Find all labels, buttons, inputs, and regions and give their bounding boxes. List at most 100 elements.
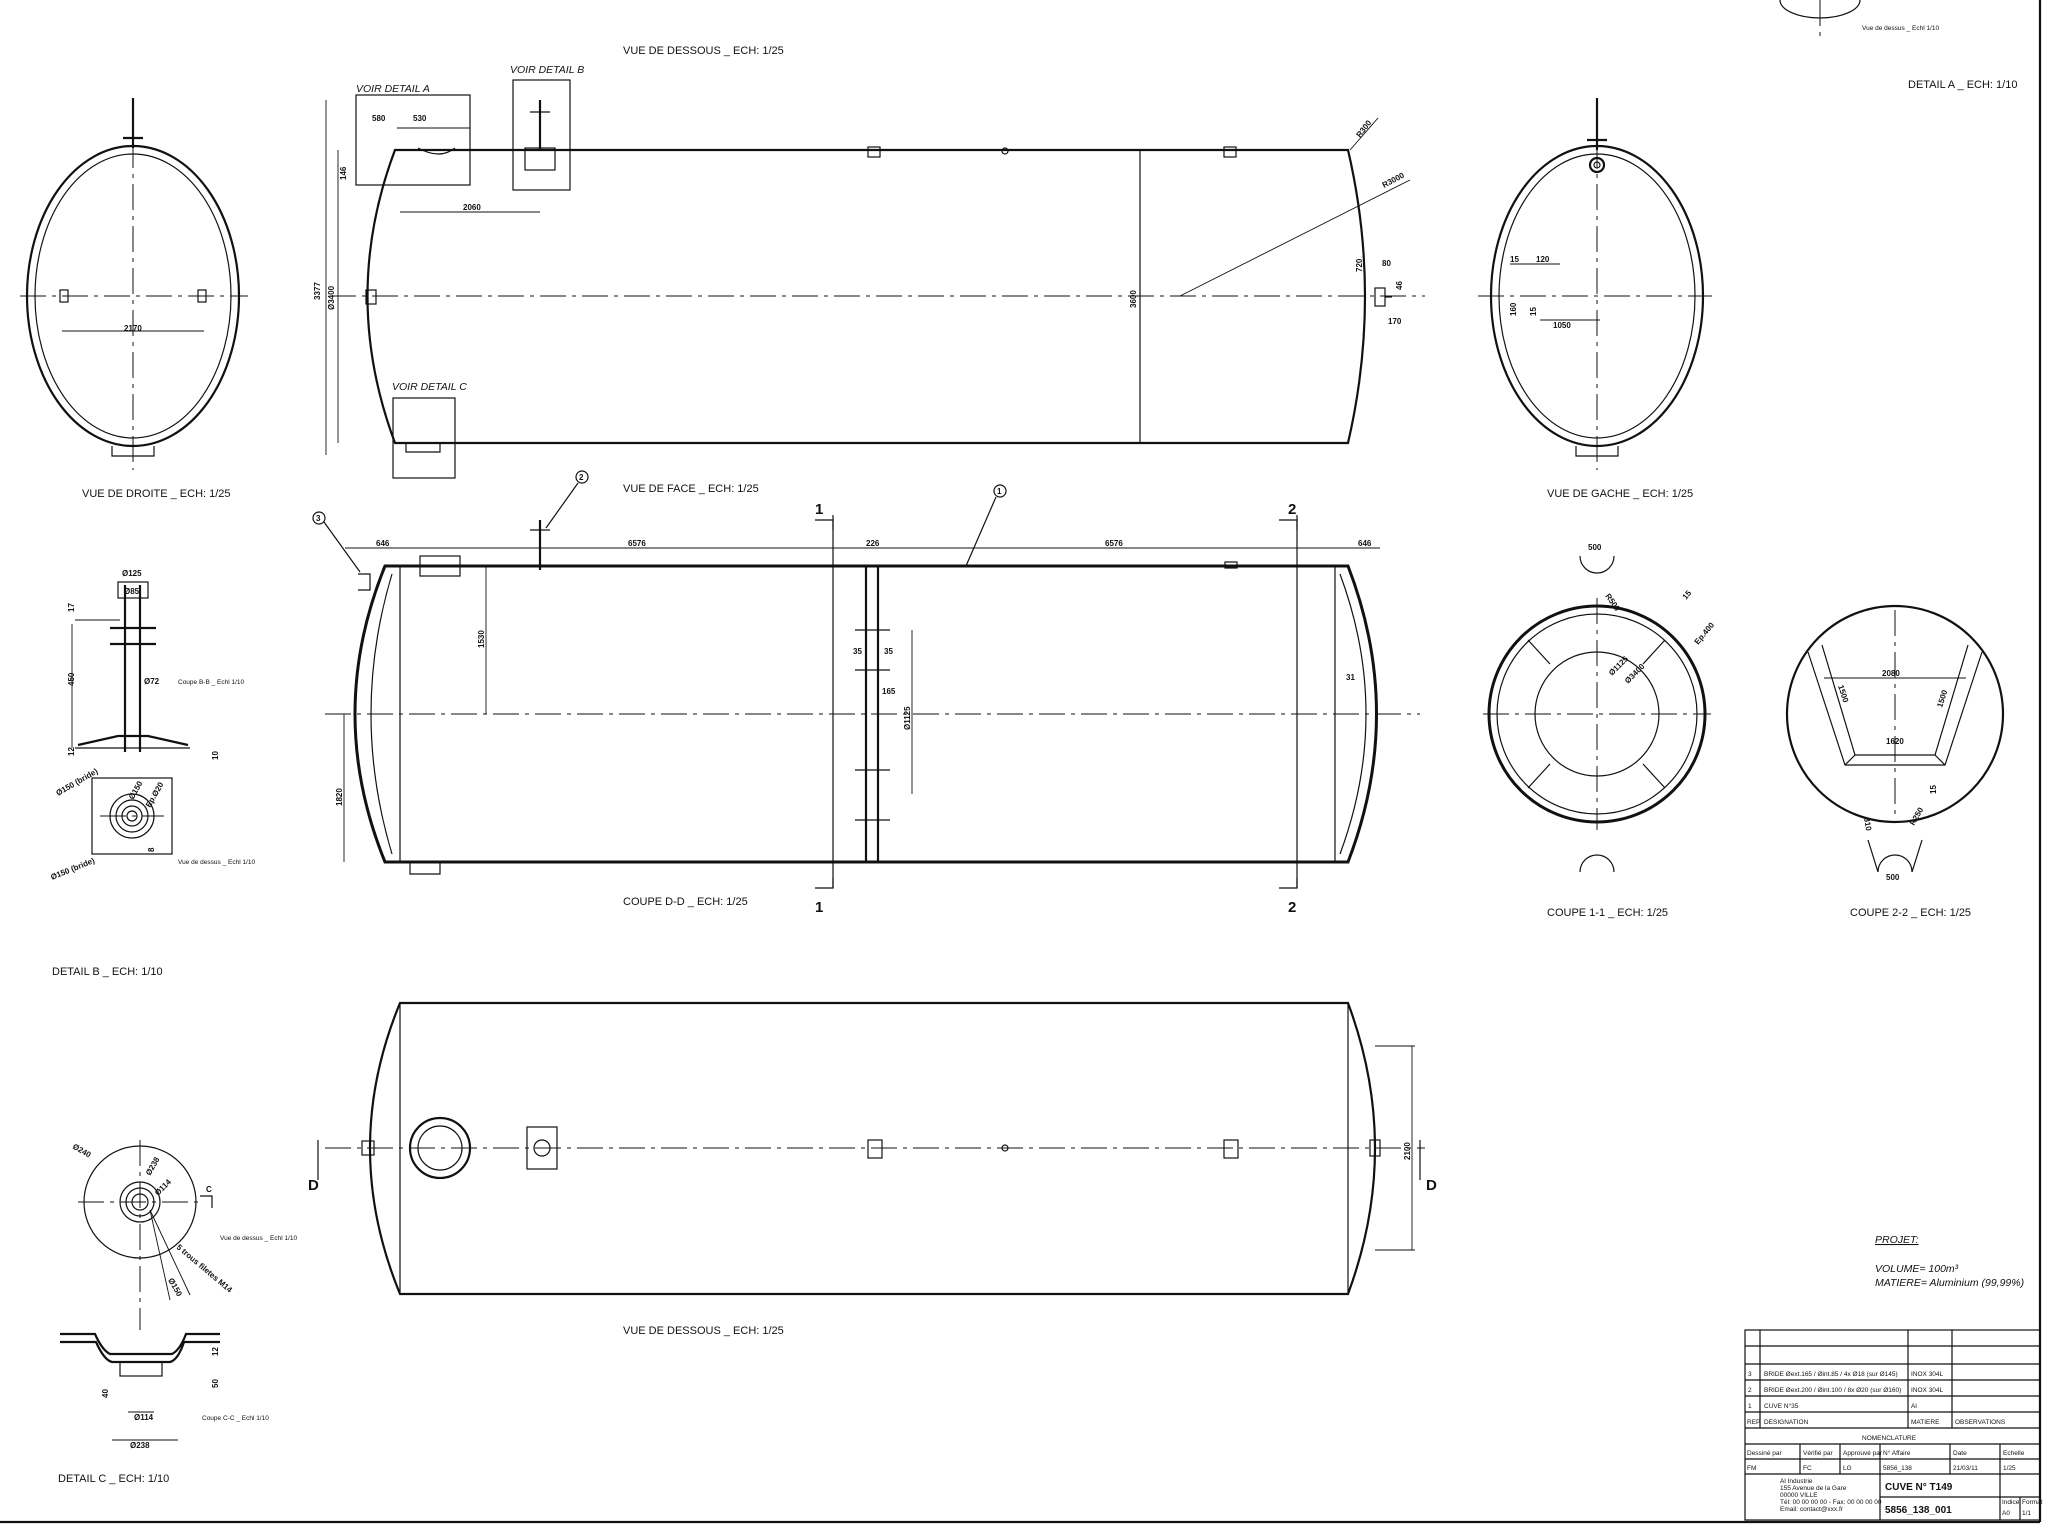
- detail-c: Ø240 Ø238 Ø114 Ø150 C 5 trous filetes M1…: [58, 1140, 297, 1485]
- balloon-1: 1: [997, 487, 1002, 496]
- left-dim-15: 15: [1510, 255, 1519, 264]
- detail-a-box: [355, 94, 471, 186]
- detail-a-top-note: Vue de dessus _ Echl 1/10: [1862, 25, 1939, 32]
- detail-b-top-note: Vue de dessus _ Echl 1/10: [178, 859, 255, 866]
- detail-b-dim-dia150: Ø150: [127, 779, 145, 801]
- detail-a-fragment: Vue de dessus _ Echl 1/10 DETAIL A _ ECH…: [1779, 0, 2017, 91]
- detail-b-dim-450: 450: [67, 672, 76, 686]
- tb-drawing-title: CUVE N° T149: [1885, 1482, 1953, 1493]
- left-dim-1050: 1050: [1553, 321, 1571, 330]
- top-view-title: VUE DE DESSOUS _ ECH: 1/25: [623, 45, 784, 57]
- top-dim-3600: 3600: [1129, 290, 1138, 308]
- detail-c-cut: C: [206, 1185, 212, 1194]
- nom-header-mat: MATIERE: [1911, 1419, 1940, 1426]
- left-dim-15b: 15: [1529, 307, 1538, 316]
- detail-c-dim-238b: Ø238: [130, 1441, 150, 1450]
- tb-approuve: LG: [1843, 1465, 1852, 1472]
- section-2-2: 2080 1500 1500 1620 15 310 R250 500 COUP…: [1785, 604, 2005, 919]
- detail-b-dim-bride-b: Ø150 (bride): [49, 856, 96, 882]
- detail-c-dim-40: 40: [101, 1389, 110, 1398]
- front-view-title: VUE DE FACE _ ECH: 1/25: [623, 483, 759, 495]
- voir-detail-a: VOIR DETAIL A: [356, 83, 430, 95]
- detail-c-dim-238: Ø238: [144, 1155, 162, 1177]
- top-dim-720: 720: [1355, 258, 1364, 272]
- detail-c-dim-12: 12: [211, 1347, 220, 1356]
- sec11-dim-500: 500: [1588, 543, 1602, 552]
- front-dim-646a: 646: [376, 539, 390, 548]
- top-dim-dia3400: Ø3400: [327, 285, 336, 310]
- sec22-dim-310: 310: [1862, 817, 1873, 832]
- detail-c-dim-114b: Ø114: [134, 1413, 154, 1422]
- tb-approuve-label: Approuvé par: [1843, 1450, 1883, 1457]
- nomenclature-label: NOMENCLATURE: [1862, 1435, 1917, 1442]
- nom-row2-mat: INOX 304L: [1911, 1387, 1944, 1394]
- title-block: 3 BRIDE Øext.165 / Øint.85 / 4x Ø18 (sur…: [1744, 1329, 2043, 1521]
- front-dim-35a: 35: [853, 647, 862, 656]
- voir-detail-b: VOIR DETAIL B: [510, 64, 584, 76]
- detail-c-top-note: Vue de dessus _ Echl 1/10: [220, 1235, 297, 1242]
- detail-b: Ø125 Ø85 Ø72 17 450 12 10 Coupe B-B _ Ec…: [49, 569, 255, 978]
- tb-verifie: FC: [1803, 1465, 1812, 1472]
- front-dim-31: 31: [1346, 673, 1355, 682]
- detail-a-title: DETAIL A _ ECH: 1/10: [1908, 79, 2017, 91]
- detail-b-title: DETAIL B _ ECH: 1/10: [52, 966, 163, 978]
- tb-company-1: 155 Avenue de la Gare: [1780, 1485, 1847, 1492]
- project-note: PROJET: VOLUME= 100m³ MATIERE= Aluminium…: [1875, 1234, 2024, 1289]
- tb-company-2: 00000 VILLE: [1780, 1492, 1818, 1499]
- left-view-title: VUE DE GACHE _ ECH: 1/25: [1547, 488, 1693, 500]
- nom-header-desig: DESIGNATION: [1764, 1419, 1809, 1426]
- cut-d-left: D: [308, 1177, 319, 1194]
- left-side-view: 15 120 160 15 1050 VUE DE GACHE _ ECH: 1…: [1478, 98, 1712, 500]
- cut-1-top: 1: [815, 501, 823, 518]
- right-view-dim-width: 2170: [124, 324, 142, 333]
- sec22-dim-1500b: 1500: [1935, 688, 1949, 708]
- sec11-dim-15: 15: [1681, 588, 1694, 601]
- left-dim-160: 160: [1509, 302, 1518, 316]
- nom-row3-desig: BRIDE Øext.165 / Øint.85 / 4x Ø18 (sur Ø…: [1764, 1371, 1898, 1378]
- nom-row2-desig: BRIDE Øext.200 / Øint.100 / 8x Ø20 (sur …: [1764, 1387, 1901, 1394]
- detail-b-dim-ep20: Ep.Ø20: [144, 780, 166, 809]
- detail-b-dim-125: Ø125: [122, 569, 142, 578]
- nom-row1-mat: Al: [1911, 1403, 1917, 1410]
- front-dim-1530: 1530: [477, 630, 486, 648]
- detail-c-dim-240: Ø240: [71, 1142, 93, 1160]
- detail-b-box: [512, 79, 571, 191]
- tb-verifie-label: Vérifié par: [1803, 1450, 1833, 1457]
- detail-c-dim-114: Ø114: [153, 1177, 173, 1197]
- tb-affaire-label: N° Affaire: [1883, 1449, 1911, 1457]
- detail-c-box: [392, 397, 456, 479]
- detail-b-dim-17: 17: [67, 603, 76, 612]
- section-22-title: COUPE 2-2 _ ECH: 1/25: [1850, 907, 1971, 919]
- front-dim-6576a: 6576: [628, 539, 646, 548]
- bottom-view-title: VUE DE DESSOUS _ ECH: 1/25: [623, 1325, 784, 1337]
- sec22-dim-500: 500: [1886, 873, 1900, 882]
- nom-row3-rep: 3: [1748, 1371, 1752, 1378]
- front-dim-646b: 646: [1358, 539, 1372, 548]
- sec11-dim-ep400: Ep.400: [1693, 620, 1717, 646]
- detail-b-dim-10: 10: [211, 751, 220, 760]
- front-dim-1820: 1820: [335, 788, 344, 806]
- detail-b-dim-85: Ø85: [124, 587, 140, 596]
- cut-2-top: 2: [1288, 501, 1296, 518]
- detail-b-dim-8: 8: [147, 847, 156, 852]
- section-1-1: 500 Ø3400 Ø1125 R500 15 Ep.400 COUPE 1-1…: [1483, 543, 1716, 919]
- detail-b-dim-bride-a: Ø150 (bride): [55, 766, 100, 797]
- cut-2-bottom: 2: [1288, 899, 1296, 916]
- top-dim-3377: 3377: [313, 282, 322, 300]
- detail-b-dim-72: Ø72: [144, 677, 160, 686]
- tb-indice-label: Indice: [2002, 1499, 2020, 1506]
- front-dim-165: 165: [882, 687, 896, 696]
- detail-c-title: DETAIL C _ ECH: 1/10: [58, 1473, 169, 1485]
- tb-company-3: Tél: 00 00 00 00 - Fax: 00 00 00 00: [1780, 1499, 1882, 1506]
- tb-dessine: FM: [1747, 1465, 1756, 1472]
- sec22-dim-1620: 1620: [1886, 737, 1904, 746]
- tb-date: 21/03/11: [1953, 1465, 1978, 1472]
- front-dim-dia1125: Ø1125: [903, 706, 912, 730]
- nom-row3-mat: INOX 304L: [1911, 1371, 1944, 1378]
- sec22-dim-2080: 2080: [1882, 669, 1900, 678]
- nom-row2-rep: 2: [1748, 1387, 1752, 1394]
- top-view: VUE DE DESSOUS _ ECH: 1/25 VOIR DETAIL A…: [313, 45, 1425, 479]
- detail-c-holes: 5 trous filetes M14: [175, 1243, 235, 1295]
- project-heading: PROJET:: [1875, 1234, 1919, 1246]
- section-11-title: COUPE 1-1 _ ECH: 1/25: [1547, 907, 1668, 919]
